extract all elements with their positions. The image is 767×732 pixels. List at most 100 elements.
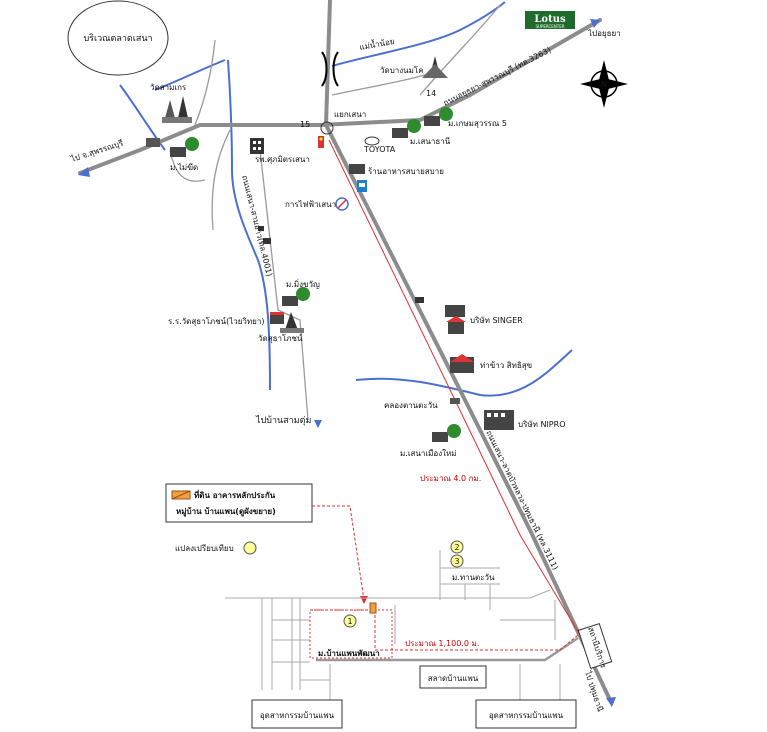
village-icon-restaurant	[349, 164, 365, 174]
legend-pointer-head	[360, 596, 368, 604]
small-house-icon-1	[258, 226, 264, 231]
river-left-canal-3	[154, 59, 226, 91]
label-restaurant: ร้านอาหารสบายสบาย	[368, 167, 444, 176]
gas-station-box	[577, 622, 613, 670]
badge-2	[450, 540, 464, 554]
label-to-ayutthaya: ไปอยุธยา	[587, 29, 621, 38]
label-to-pathum: ไป ปทุมธานี	[583, 669, 605, 713]
label-m-sena-muang-mai: ม.เสนาเมืองใหม่	[400, 449, 457, 458]
arrow-to-ban-sam-rum	[314, 420, 322, 428]
label-m-sena-thani: ม.เสนาธานี	[410, 137, 451, 146]
label-wat-samko: วัดสามเกร	[150, 83, 187, 92]
road-sena-sam-ao	[259, 149, 309, 421]
label-m-ban-phaen: ม.บ้านแพนพัฒนา	[318, 648, 380, 658]
lotus-logo: Lotus SUPERCENTER	[525, 11, 575, 29]
river-left-canal-1	[119, 84, 166, 151]
road-left-branch	[211, 129, 231, 231]
inset-road-ban-phaen	[316, 636, 579, 662]
arrow-to-ayutthaya	[590, 19, 600, 28]
label-school: ร.ร.วัดสุธาโภชน์(ไวยวิทยา)	[168, 316, 264, 326]
bridge-icon	[321, 51, 339, 87]
village-icon-kasem	[424, 107, 453, 126]
label-wat-sutha: วัดสุธาโภชน์	[258, 333, 303, 343]
comparison-badge-legend	[243, 541, 257, 555]
road-upper-left	[194, 39, 216, 126]
bridge-right-icon	[450, 398, 460, 404]
label-nipro: บริษัท NIPRO	[518, 420, 566, 429]
badge-1	[343, 614, 357, 628]
label-yaek-sena: แยกเสนา	[334, 110, 366, 119]
village-icon-sena-thani	[392, 119, 421, 138]
hospital-icon	[250, 138, 264, 154]
signal-icon	[318, 136, 324, 148]
village-icon-sena-muang-mai	[432, 424, 461, 442]
building-icon-nipro	[484, 410, 514, 430]
route-red-diagonal	[328, 139, 581, 636]
junction-circle	[320, 121, 334, 135]
road-sena-pathum	[324, 123, 612, 702]
label-wat-bang-nom-kho: วัดบางนมโค	[380, 65, 424, 75]
svg-text:อุดสาหกรรมบ้านแพน: อุดสาหกรรมบ้านแพน	[489, 711, 564, 720]
small-house-icon-3	[415, 297, 424, 303]
legend-line-1: ที่ดิน อาคารหลักประกัน	[194, 489, 276, 500]
svg-text:อุดสาหกรรมบ้านแพน: อุดสาหกรรมบ้านแพน	[260, 711, 335, 720]
arrow-to-pathum	[606, 697, 616, 707]
label-m-mingkhwan: ม.มิ่งขวัญ	[286, 278, 320, 289]
bridge-left-icon	[146, 138, 160, 147]
village-icon-mingkhwan	[282, 287, 310, 306]
label-m-than-tawan: ม.ทานตะวัน	[452, 573, 495, 582]
road-top-right	[419, 4, 501, 96]
badge-1-label: 1	[347, 617, 352, 626]
inset-property-box	[309, 609, 393, 659]
river-khlong-tawan	[355, 349, 573, 397]
road-north	[324, 0, 332, 127]
svg-text:SUPERCENTER: SUPERCENTER	[535, 24, 564, 29]
label-approx-4km: ประมาณ 4.0 กม.	[420, 474, 481, 483]
legend-pointer	[312, 505, 365, 601]
label-approx-1100m: ประมาณ 1,100.0 ม.	[405, 639, 479, 648]
label-toyota: TOYOTA	[363, 145, 396, 154]
toyota-icon	[364, 136, 380, 146]
north-arrow-icon: N	[580, 60, 628, 108]
small-house-icon-2	[263, 238, 271, 244]
inset-streets	[225, 550, 561, 700]
river-mae-nam-noi	[331, 1, 506, 67]
svg-text:N: N	[601, 80, 608, 89]
building-icon-school	[270, 312, 284, 324]
badge-3-label: 3	[454, 557, 459, 566]
label-num-14: 14	[426, 89, 436, 98]
label-m-kasem: ม.เกษมสุวรรณ 5	[448, 119, 507, 128]
legend-box: ที่ดิน อาคารหลักประกัน หมู่บ้าน บ้านแพน(…	[165, 483, 313, 523]
power-office-icon	[335, 197, 349, 211]
badge-3	[450, 554, 464, 568]
river-left-canal-2	[227, 59, 271, 391]
temple-icon-bang-nom-kho	[422, 56, 448, 78]
box-market-right: อุดสาหกรรมบ้านแพน	[475, 699, 577, 729]
label-hospital: รพ.ศุภมิตรเสนา	[255, 155, 310, 164]
label-num-15: 15	[300, 120, 310, 129]
arrow-to-suphan	[78, 167, 90, 177]
svg-text:Lotus: Lotus	[534, 14, 566, 25]
village-icon-mai-khit	[170, 137, 199, 157]
label-khlong: คลองตานตะวัน	[384, 401, 438, 410]
svg-text:สลาดบ้านแพน: สลาดบ้านแพน	[428, 674, 479, 683]
label-road-sena-pathum: ถนนเสนา-ลาดบัวหลวง-ปทุมธานี (ทล.3111)	[484, 429, 560, 572]
label-market-circle: บริเวณตลาดเสนา	[83, 33, 152, 44]
road-ayutthaya-suphan	[78, 18, 602, 175]
property-swatch-icon	[369, 602, 377, 614]
building-icon-rice-mill	[450, 354, 474, 373]
label-to-ban-sam-rum: ไปบ้านสามตุ่ม	[255, 415, 311, 426]
label-mae-nam-noi: แม่น้ำน้อย	[358, 35, 395, 52]
building-icon-singer	[445, 305, 466, 334]
label-plaeng: แปลงเปรียบเทียบ	[175, 544, 234, 553]
temple-icon-sutha	[280, 312, 304, 333]
legend-line-2: หมู่บ้าน บ้านแพน(ดูผังขยาย)	[176, 506, 276, 517]
label-rice-mill: ท่าข้าว สิทธิสุข	[480, 361, 532, 370]
label-road-ayut-suphan: ถนนอยุธยา-สุพรรณบุรี (ทล.3263)	[442, 45, 553, 107]
box-school-ban-phaen: สลาดบ้านแพน	[419, 665, 487, 689]
gas-station-icon	[357, 180, 367, 192]
label-m-mai-khit: ม.ไม่ฆีด	[170, 163, 198, 172]
inset-property-outline	[310, 609, 579, 651]
box-market-left: อุดสาหกรรมบ้านแพน	[251, 699, 343, 729]
